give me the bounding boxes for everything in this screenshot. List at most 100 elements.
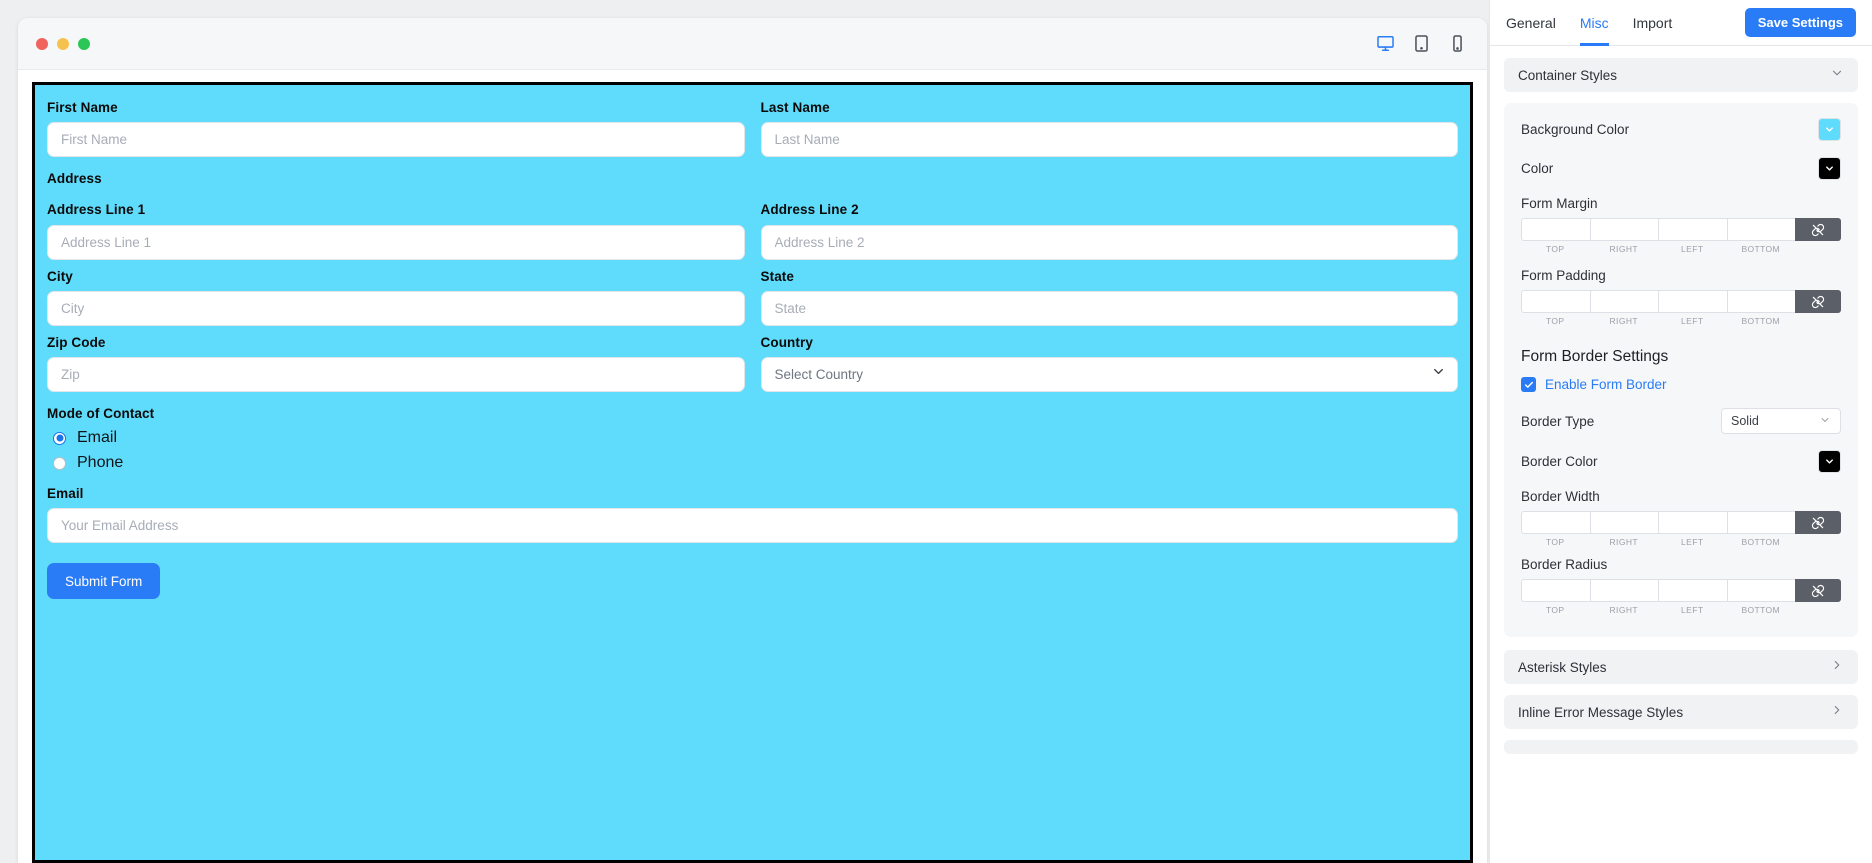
background-color-swatch[interactable] — [1818, 118, 1841, 141]
background-color-row: Background Color — [1521, 118, 1841, 141]
accordion-partial-next[interactable] — [1504, 740, 1858, 754]
form-padding-link-icon[interactable] — [1795, 290, 1841, 313]
minimize-dot-icon[interactable] — [57, 37, 69, 50]
preview-body: First Name Last Name Address Address Lin… — [18, 70, 1487, 863]
address1-group: Address Line 1 — [47, 193, 745, 260]
border-color-row: Border Color — [1521, 450, 1841, 473]
zip-input[interactable] — [47, 356, 745, 392]
submit-form-button[interactable]: Submit Form — [47, 563, 161, 600]
email-input[interactable] — [47, 508, 1458, 544]
accordion-container-styles[interactable]: Container Styles — [1504, 58, 1858, 92]
form-margin-right-cell: RIGHT — [1589, 218, 1658, 254]
form-padding-right-input[interactable] — [1589, 290, 1658, 313]
tab-misc[interactable]: Misc — [1579, 0, 1609, 46]
border-radius-label: Border Radius — [1521, 557, 1608, 572]
close-dot-icon[interactable] — [36, 37, 48, 50]
border-radius-link-icon[interactable] — [1795, 579, 1841, 602]
radio-phone-input[interactable] — [53, 456, 66, 470]
country-group: Country Select Country — [760, 326, 1458, 392]
form-padding-bottom-caption: BOTTOM — [1741, 316, 1781, 326]
border-width-top-input[interactable] — [1521, 511, 1590, 534]
border-color-label: Border Color — [1521, 454, 1598, 469]
maximize-dot-icon[interactable] — [78, 37, 90, 50]
form-margin-right-input[interactable] — [1589, 218, 1658, 241]
state-group: State — [760, 260, 1458, 326]
border-radius-bottom-input[interactable] — [1726, 579, 1795, 602]
border-type-select[interactable]: Solid — [1721, 408, 1841, 434]
zip-group: Zip Code — [47, 326, 745, 392]
settings-panel: Container Styles Background Color Color — [1490, 46, 1872, 863]
radio-phone[interactable]: Phone — [53, 454, 1458, 472]
border-width-link-icon[interactable] — [1795, 511, 1841, 534]
border-radius-left-input[interactable] — [1658, 579, 1727, 602]
color-swatch[interactable] — [1818, 157, 1841, 180]
border-width-left-input[interactable] — [1658, 511, 1727, 534]
form-margin-left-input[interactable] — [1658, 218, 1727, 241]
last-name-input[interactable] — [760, 122, 1458, 158]
email-row: Email — [47, 472, 1458, 544]
city-input[interactable] — [47, 290, 745, 326]
address2-label: Address Line 2 — [760, 202, 859, 218]
border-width-bottom-caption: BOTTOM — [1741, 537, 1781, 547]
border-color-swatch[interactable] — [1818, 450, 1841, 473]
form-padding-bottom-input[interactable] — [1726, 290, 1795, 313]
radio-email-input[interactable] — [53, 431, 66, 445]
form-margin-bottom-caption: BOTTOM — [1741, 244, 1781, 254]
country-select[interactable]: Select Country — [760, 356, 1458, 392]
preview-area: First Name Last Name Address Address Lin… — [0, 0, 1489, 863]
form-padding-right-caption: RIGHT — [1609, 316, 1638, 326]
traffic-lights — [36, 37, 90, 50]
mobile-icon[interactable] — [1445, 32, 1469, 56]
border-width-bottom-cell: BOTTOM — [1726, 511, 1795, 547]
state-input[interactable] — [760, 290, 1458, 326]
first-name-label: First Name — [47, 100, 118, 115]
save-settings-button[interactable]: Save Settings — [1744, 8, 1856, 37]
accordion-asterisk-styles-label: Asterisk Styles — [1518, 659, 1607, 675]
radio-email[interactable]: Email — [53, 429, 1458, 447]
form-padding-top-input[interactable] — [1521, 290, 1590, 313]
border-width-right-cell: RIGHT — [1589, 511, 1658, 547]
accordion-asterisk-styles[interactable]: Asterisk Styles — [1504, 650, 1858, 684]
radio-phone-label: Phone — [77, 454, 124, 472]
address1-input[interactable] — [47, 224, 745, 260]
form-margin-top-input[interactable] — [1521, 218, 1590, 241]
enable-form-border-row[interactable]: Enable Form Border — [1521, 377, 1841, 392]
country-select-wrap: Select Country — [760, 356, 1458, 392]
border-width-right-input[interactable] — [1589, 511, 1658, 534]
form-padding-left-input[interactable] — [1658, 290, 1727, 313]
border-radius-left-cell: LEFT — [1658, 579, 1727, 615]
form-margin-bottom-input[interactable] — [1726, 218, 1795, 241]
city-label: City — [47, 268, 73, 284]
address-section-label: Address — [47, 171, 102, 187]
border-width-bottom-input[interactable] — [1726, 511, 1795, 534]
border-radius-bottom-caption: BOTTOM — [1741, 605, 1781, 615]
zip-country-row: Zip Code Country Select Country — [47, 326, 1458, 392]
border-type-value: Solid — [1731, 414, 1759, 428]
name-row: First Name Last Name — [47, 91, 1458, 158]
enable-form-border-checkbox[interactable] — [1521, 377, 1536, 392]
form-padding-top-cell: TOP — [1521, 290, 1590, 326]
first-name-input[interactable] — [47, 122, 745, 158]
form-margin-bottom-cell: BOTTOM — [1726, 218, 1795, 254]
browser-window: First Name Last Name Address Address Lin… — [18, 18, 1487, 863]
form-margin-group: Form Margin TOP RIGHT LEFT — [1521, 196, 1841, 254]
address-row: Address Line 1 Address Line 2 — [47, 193, 1458, 260]
address2-input[interactable] — [760, 224, 1458, 260]
last-name-label: Last Name — [760, 100, 830, 115]
form-margin-label: Form Margin — [1521, 196, 1598, 211]
border-width-left-cell: LEFT — [1658, 511, 1727, 547]
desktop-icon[interactable] — [1373, 32, 1397, 56]
tab-general[interactable]: General — [1506, 14, 1556, 31]
form-padding-group: Form Padding TOP RIGHT LEFT — [1521, 268, 1841, 326]
form-margin-link-icon[interactable] — [1795, 218, 1841, 241]
border-radius-right-input[interactable] — [1589, 579, 1658, 602]
accordion-inline-error-styles[interactable]: Inline Error Message Styles — [1504, 695, 1858, 729]
accordion-inline-error-styles-label: Inline Error Message Styles — [1518, 704, 1684, 720]
tablet-icon[interactable] — [1409, 32, 1433, 56]
tab-import[interactable]: Import — [1632, 14, 1673, 31]
sidebar-tabs: General Misc Import Save Settings — [1490, 0, 1872, 46]
form-padding-top-caption: TOP — [1545, 316, 1565, 326]
border-radius-top-input[interactable] — [1521, 579, 1590, 602]
container-styles-card: Background Color Color Form Margin — [1504, 103, 1858, 637]
state-label: State — [760, 268, 795, 284]
